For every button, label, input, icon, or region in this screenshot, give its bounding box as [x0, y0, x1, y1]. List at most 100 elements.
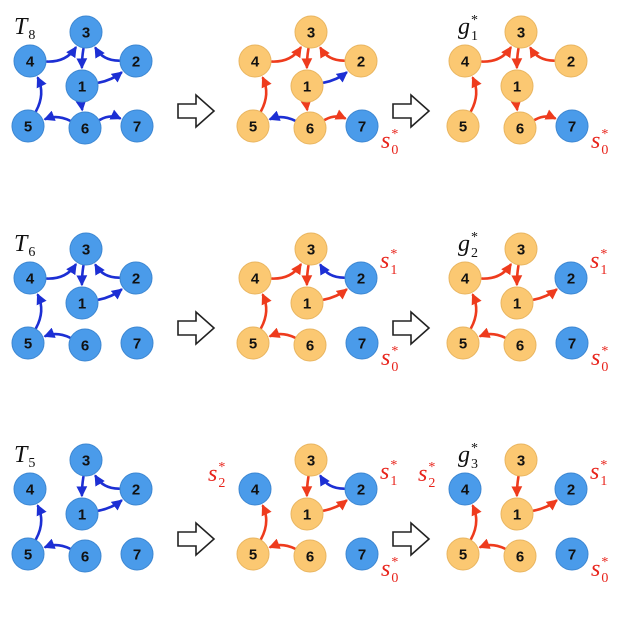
node-7 — [555, 326, 589, 360]
node-label: 2 — [132, 271, 140, 288]
node-2 — [344, 472, 378, 506]
node-label: 2 — [357, 54, 365, 71]
node-3 — [504, 232, 538, 266]
node-label: 7 — [133, 547, 141, 564]
node-5 — [236, 537, 270, 571]
row-title: T5 — [14, 442, 35, 471]
node-5 — [446, 326, 480, 360]
node-7 — [120, 326, 154, 360]
node-5 — [236, 109, 270, 143]
node-6 — [293, 111, 327, 145]
node-6 — [68, 539, 102, 573]
node-label: 7 — [133, 336, 141, 353]
node-7 — [555, 537, 589, 571]
node-7 — [345, 109, 379, 143]
node-2 — [344, 44, 378, 78]
edge-n2-n3 — [529, 46, 556, 62]
node-label: 3 — [307, 453, 315, 470]
node-6 — [503, 328, 537, 362]
node-1 — [290, 286, 324, 320]
node-3 — [504, 15, 538, 49]
node-label: 7 — [358, 336, 366, 353]
edge-n5-n4 — [259, 504, 272, 541]
edge-n6-n5 — [43, 538, 71, 550]
edge-n4-n3 — [270, 263, 302, 280]
node-4 — [238, 472, 272, 506]
row-title: T8 — [14, 14, 35, 43]
edge-n1-n2 — [322, 288, 348, 301]
node-label: 4 — [26, 271, 35, 288]
node-label: 1 — [513, 296, 521, 313]
node-label: 6 — [81, 121, 89, 138]
node-label: 4 — [251, 54, 260, 71]
node-2 — [554, 261, 588, 295]
node-6 — [68, 111, 102, 145]
node-label: 3 — [517, 25, 525, 42]
node-label: 1 — [78, 296, 86, 313]
edge-n3-n1 — [301, 264, 313, 287]
node-7 — [345, 326, 379, 360]
edge-n6-n5 — [268, 110, 296, 122]
edge-n1-n2 — [322, 499, 348, 512]
annotation-s1: s*1 — [590, 458, 607, 489]
node-3 — [294, 443, 328, 477]
edge-n2-n3 — [319, 263, 346, 279]
node-label: 3 — [82, 242, 90, 259]
node-4 — [448, 44, 482, 78]
annotation-s1: s*1 — [380, 458, 397, 489]
node-label: 6 — [516, 338, 524, 355]
node-3 — [69, 232, 103, 266]
node-1 — [65, 286, 99, 320]
node-label: 5 — [249, 119, 257, 136]
edge-n5-n4 — [469, 504, 482, 541]
node-4 — [448, 472, 482, 506]
edge-n4-n3 — [270, 46, 302, 63]
annotation-s2: s*2 — [418, 460, 435, 491]
edge-n6-n5 — [268, 538, 296, 550]
node-2 — [344, 261, 378, 295]
node-2 — [119, 44, 153, 78]
edge-n3-n1 — [511, 47, 523, 70]
edge-n5-n4 — [34, 76, 47, 113]
node-3 — [294, 15, 328, 49]
edge-n3-n1 — [76, 475, 88, 498]
node-label: 4 — [26, 54, 35, 71]
edge-n3-n1 — [511, 475, 523, 498]
node-label: 1 — [303, 79, 311, 96]
transition-arrow-1 — [177, 310, 216, 346]
annotation-s2: s*2 — [208, 460, 225, 491]
edge-n6-n5 — [43, 327, 71, 339]
node-6 — [503, 539, 537, 573]
transition-arrow-2 — [392, 93, 431, 129]
edge-n5-n4 — [259, 293, 272, 330]
node-6 — [503, 111, 537, 145]
edge-n5-n4 — [34, 293, 47, 330]
node-label: 6 — [81, 549, 89, 566]
node-label: 2 — [132, 54, 140, 71]
annotation-s0: s*0 — [381, 127, 398, 158]
node-label: 2 — [567, 54, 575, 71]
node-label: 3 — [307, 25, 315, 42]
edge-n2-n3 — [94, 263, 121, 279]
node-label: 3 — [517, 453, 525, 470]
node-label: 7 — [568, 336, 576, 353]
node-7 — [120, 109, 154, 143]
node-4 — [238, 261, 272, 295]
node-2 — [554, 44, 588, 78]
node-2 — [554, 472, 588, 506]
node-1 — [65, 497, 99, 531]
annotation-s0: s*0 — [591, 127, 608, 158]
node-label: 1 — [78, 507, 86, 524]
node-4 — [13, 261, 47, 295]
edge-n3-n1 — [301, 47, 313, 70]
node-label: 2 — [567, 271, 575, 288]
node-label: 5 — [459, 336, 467, 353]
edge-n6-n5 — [268, 327, 296, 339]
result-title: g*2 — [458, 230, 478, 261]
